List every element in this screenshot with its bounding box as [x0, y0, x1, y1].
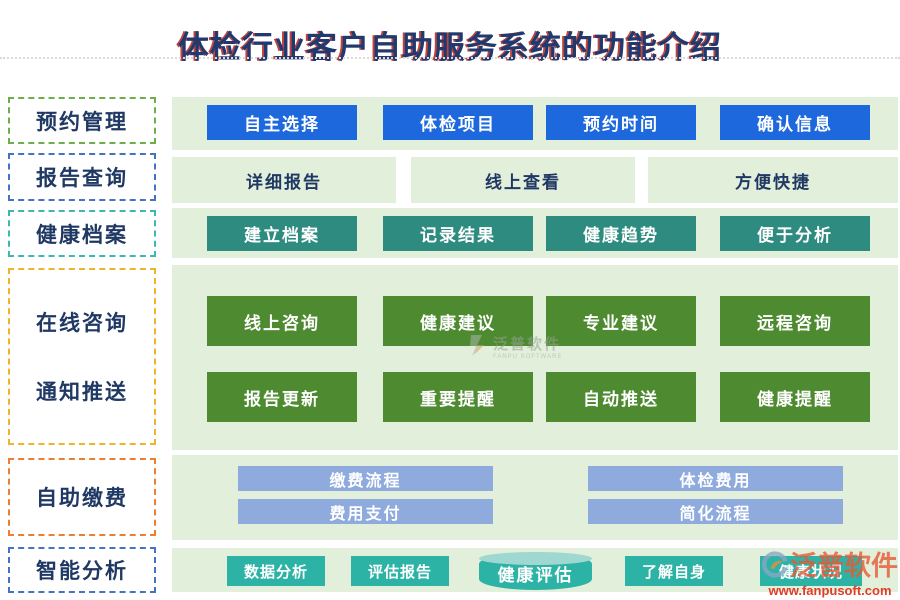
archive-item-2: 记录结果	[383, 216, 533, 251]
analysis-item-1: 数据分析	[227, 556, 325, 586]
push-item-3: 自动推送	[546, 372, 696, 422]
payment-item-2: 体检费用	[588, 466, 843, 491]
analysis-row: 数据分析 评估报告 健康评估 了解自身 健康状况	[172, 548, 898, 592]
analysis-item-4: 了解自身	[625, 556, 723, 586]
category-payment: 自助缴费	[8, 458, 156, 536]
category-analysis-label: 智能分析	[36, 560, 128, 583]
analysis-item-2: 评估报告	[351, 556, 449, 586]
appointment-item-4: 确认信息	[720, 105, 870, 140]
consult-item-1: 线上咨询	[207, 296, 357, 346]
fanpu-logo-icon	[762, 550, 788, 577]
push-item-2: 重要提醒	[383, 372, 533, 422]
analysis-item-3-label: 健康评估	[497, 566, 574, 585]
category-report: 报告查询	[8, 153, 156, 201]
report-item-3: 方便快捷	[648, 157, 898, 203]
consult-item-2: 健康建议	[383, 296, 533, 346]
center-watermark: 泛普软件 FANPU SOFTWARE	[468, 333, 562, 360]
report-item-1: 详细报告	[172, 157, 396, 203]
payment-item-1: 缴费流程	[238, 466, 493, 491]
category-analysis: 智能分析	[8, 547, 156, 593]
category-appointment: 预约管理	[8, 97, 156, 144]
category-archive: 健康档案	[8, 210, 156, 257]
corner-watermark-url: www.fanpusoft.com	[768, 583, 892, 598]
payment-item-4: 简化流程	[588, 499, 843, 524]
center-watermark-sub: FANPU SOFTWARE	[493, 354, 563, 360]
corner-watermark-brand: 泛普软件	[790, 551, 898, 581]
analysis-item-3-cylinder: 健康评估	[479, 552, 592, 590]
archive-row: 建立档案 记录结果 健康趋势 便于分析	[172, 208, 898, 258]
corner-watermark: 泛普软件 www.fanpusoft.com	[762, 544, 898, 598]
appointment-item-2: 体检项目	[383, 105, 533, 140]
payment-panel: 缴费流程 体检费用 费用支付 简化流程	[172, 455, 898, 540]
fanpu-logo-icon	[470, 335, 484, 356]
category-archive-label: 健康档案	[36, 223, 128, 247]
appointment-row: 自主选择 体检项目 预约时间 确认信息	[172, 97, 898, 150]
push-item-4: 健康提醒	[720, 372, 870, 422]
center-watermark-brand: 泛普软件	[493, 336, 562, 353]
archive-item-1: 建立档案	[207, 216, 357, 251]
consult-item-3: 专业建议	[546, 296, 696, 346]
appointment-item-3: 预约时间	[546, 105, 696, 140]
report-item-2: 线上查看	[411, 157, 635, 203]
consult-item-4: 远程咨询	[720, 296, 870, 346]
push-item-1: 报告更新	[207, 372, 357, 422]
category-report-label: 报告查询	[36, 167, 128, 190]
page-title: 体检行业客户自助服务系统的功能介绍	[178, 30, 722, 65]
archive-item-4: 便于分析	[720, 216, 870, 251]
payment-item-3: 费用支付	[238, 499, 493, 524]
consult-push-panel: 线上咨询 健康建议 专业建议 远程咨询 报告更新 重要提醒 自动推送 健康提醒	[172, 265, 898, 450]
category-payment-label: 自助缴费	[36, 487, 128, 510]
appointment-item-1: 自主选择	[207, 105, 357, 140]
archive-item-3: 健康趋势	[546, 216, 696, 251]
category-push-label: 通知推送	[36, 380, 128, 404]
title-divider	[0, 57, 900, 59]
category-appointment-label: 预约管理	[36, 110, 128, 134]
category-consult-push: 在线咨询 通知推送	[8, 268, 156, 445]
category-consult-label: 在线咨询	[36, 312, 128, 336]
